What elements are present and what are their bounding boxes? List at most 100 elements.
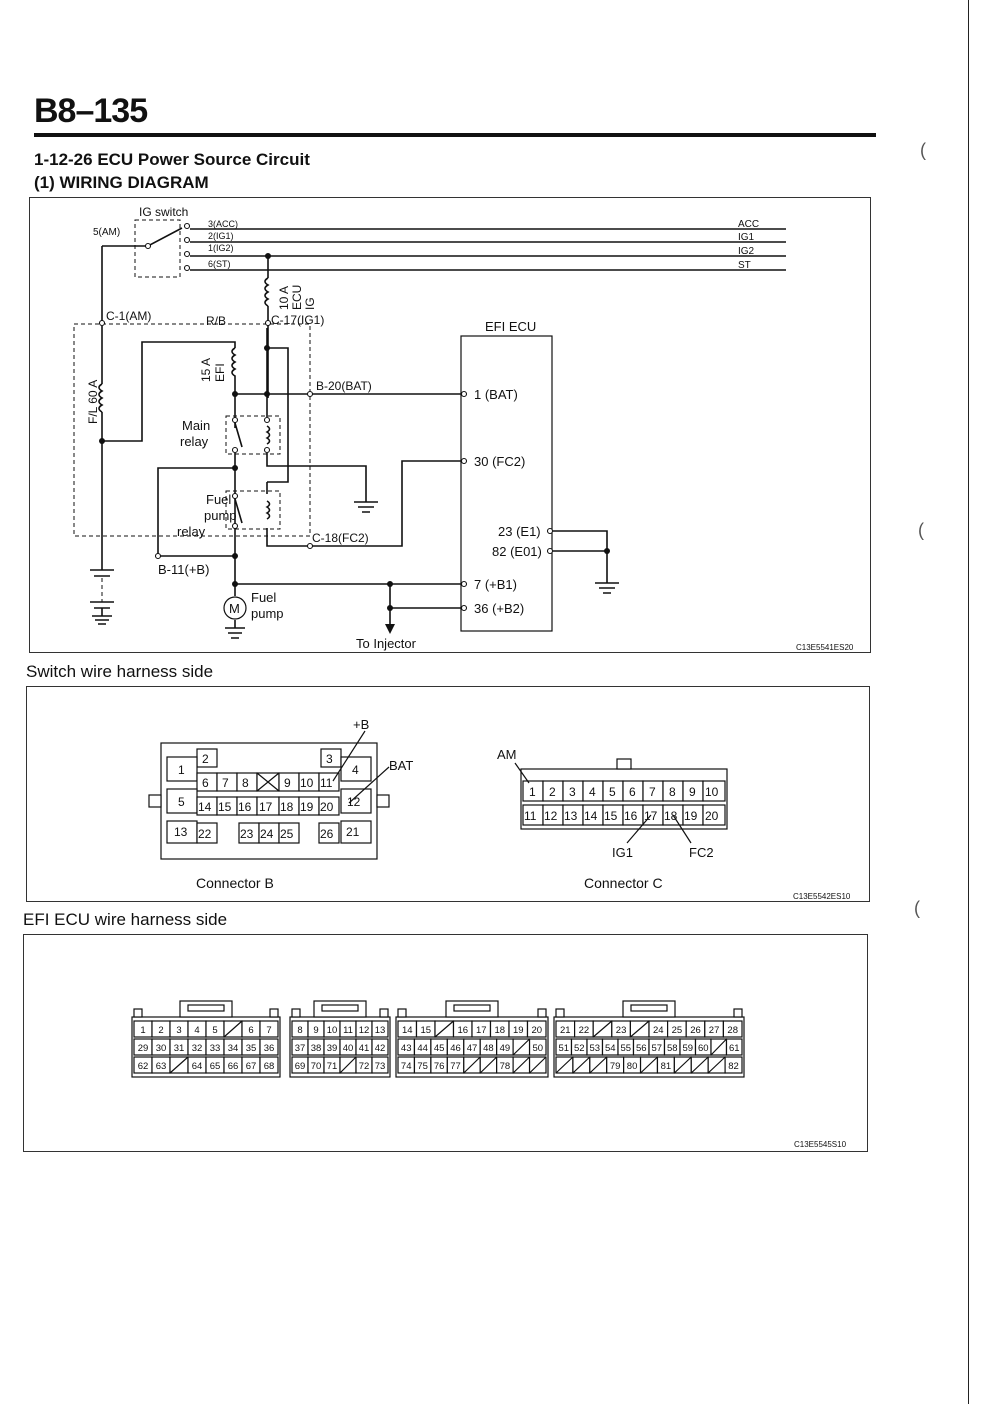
ecu-pin-label: 20 <box>531 1025 542 1036</box>
main-relay-label: Main <box>182 418 210 433</box>
ecu-pin-label: 15 <box>420 1025 431 1036</box>
ecu-pin-cell <box>371 1056 389 1074</box>
svg-text:19: 19 <box>684 809 698 823</box>
ecu-pin-label: 79 <box>610 1061 621 1072</box>
ecu-pin-label: 24 <box>653 1025 664 1036</box>
ecu-pin-cell <box>528 1038 547 1056</box>
svg-text:13: 13 <box>174 825 188 839</box>
main-relay-box <box>225 415 281 455</box>
svg-text:4: 4 <box>589 785 596 799</box>
svg-text:1: 1 <box>178 763 185 777</box>
am-leader <box>514 762 530 784</box>
svg-text:12: 12 <box>544 809 558 823</box>
ecu-pin-label: 1 <box>140 1025 145 1036</box>
wiring-diagram-panel: IG switch 5(AM) 3(ACC) 2(IG1) 1(IG2) 6(S… <box>29 197 871 653</box>
connector-b11: B-11(+B) <box>158 562 209 577</box>
switch-pivot <box>144 242 152 250</box>
svg-text:8: 8 <box>242 776 249 790</box>
battery-symbol <box>90 564 114 577</box>
fuel-pump-relay-box <box>225 490 281 530</box>
svg-text:10: 10 <box>300 776 314 790</box>
svg-text:8: 8 <box>669 785 676 799</box>
coil-feed <box>267 466 289 483</box>
ecu-pin-label: 2 <box>158 1025 163 1036</box>
ecu-pin-label: 40 <box>343 1043 354 1054</box>
ecu-pin-label: 25 <box>672 1025 683 1036</box>
svg-text:3: 3 <box>569 785 576 799</box>
ecu-pin-label: 61 <box>729 1043 740 1054</box>
fuel-pump-motor <box>223 596 247 620</box>
ecu-pin-label: 49 <box>500 1043 511 1054</box>
terminal-acc: 3(ACC) <box>208 219 238 229</box>
ecu-pin-label: 51 <box>558 1043 569 1054</box>
fc2-wire <box>266 460 462 547</box>
svg-text:9: 9 <box>689 785 696 799</box>
svg-text:11: 11 <box>320 776 333 790</box>
svg-text:7: 7 <box>222 776 229 790</box>
section-title: 1-12-26 ECU Power Source Circuit <box>34 150 310 169</box>
svg-text:15: 15 <box>604 809 618 823</box>
fuel-pump-relay-label-2: pump <box>204 508 237 523</box>
ecu-pin-label: 68 <box>264 1061 275 1072</box>
connector-b-caption: Connector B <box>196 875 274 891</box>
ig-switch-label: IG switch <box>139 205 188 219</box>
ecu-pin-bat: 1 (BAT) <box>474 387 518 402</box>
switch-terminals <box>183 222 191 272</box>
ecu-pin-label: 54 <box>605 1043 616 1054</box>
ecu-pin-label: 76 <box>434 1061 445 1072</box>
ground-symbol <box>354 501 378 513</box>
svg-text:22: 22 <box>198 827 212 841</box>
label-am: AM <box>497 747 517 762</box>
wire-color-rb: R/B <box>206 314 226 328</box>
fuse-ecu-rating: 10 A <box>277 286 291 310</box>
ecu-pin-label: 31 <box>174 1043 185 1054</box>
ecu-pin-label: 59 <box>682 1043 693 1054</box>
motor-label: M <box>229 601 240 616</box>
ecu-pin-label: 58 <box>667 1043 678 1054</box>
ecu-pin-cell <box>259 1020 279 1038</box>
ecu-pin-cell <box>371 1038 389 1056</box>
fuse-efi <box>231 347 237 428</box>
ecu-pin-label: 65 <box>210 1061 221 1072</box>
page-edge-line <box>968 0 969 1404</box>
fuse-ig-name: IG <box>303 297 317 310</box>
fuel-pump-relay-label-3: relay <box>177 524 206 539</box>
ecu-pin-label: 73 <box>375 1061 386 1072</box>
output-ig2: IG2 <box>738 246 755 257</box>
connector-c17: C-17(IG1) <box>271 313 324 327</box>
ig1-leader <box>626 814 652 844</box>
scan-mark: ( <box>920 140 926 160</box>
ecu-pin-label: 39 <box>327 1043 338 1054</box>
ecu-pin-label: 23 <box>616 1025 627 1036</box>
label-bat: BAT <box>389 758 413 773</box>
ecu-pin-cell <box>259 1056 279 1074</box>
efi-ecu-box <box>460 335 553 632</box>
plus-b-leader <box>332 730 366 782</box>
connector-c18: C-18(FC2) <box>312 531 369 545</box>
svg-text:24: 24 <box>260 827 274 841</box>
ecu-ground-symbol <box>595 582 619 594</box>
svg-text:23: 23 <box>240 827 254 841</box>
svg-text:17: 17 <box>259 800 273 814</box>
ecu-pin-label: 69 <box>295 1061 306 1072</box>
to-injector-label: To Injector <box>356 636 417 651</box>
ecu-pin-label: 37 <box>295 1043 306 1054</box>
ecu-pin-label: 72 <box>359 1061 370 1072</box>
ground-wire <box>288 465 367 502</box>
svg-text:14: 14 <box>584 809 598 823</box>
ecu-pin-label: 67 <box>246 1061 257 1072</box>
efi-feed-wire <box>102 341 236 442</box>
svg-text:20: 20 <box>320 800 334 814</box>
ecu-pin-label: 46 <box>450 1043 461 1054</box>
ecu-pin-cell <box>259 1038 279 1056</box>
output-st: ST <box>738 260 751 271</box>
fuel-pump-label: Fuel <box>251 590 276 605</box>
switch-harness-panel: 2 3 1 4 6 7 8 9 10 11 5 12 14 15 16 17 1… <box>26 686 870 902</box>
terminal-st: 6(ST) <box>208 259 231 269</box>
ecu-pin-label: 17 <box>476 1025 487 1036</box>
svg-text:9: 9 <box>284 776 291 790</box>
ecu-pin-label: 66 <box>228 1061 239 1072</box>
svg-text:21: 21 <box>346 825 360 839</box>
label-ig1: IG1 <box>612 845 633 860</box>
